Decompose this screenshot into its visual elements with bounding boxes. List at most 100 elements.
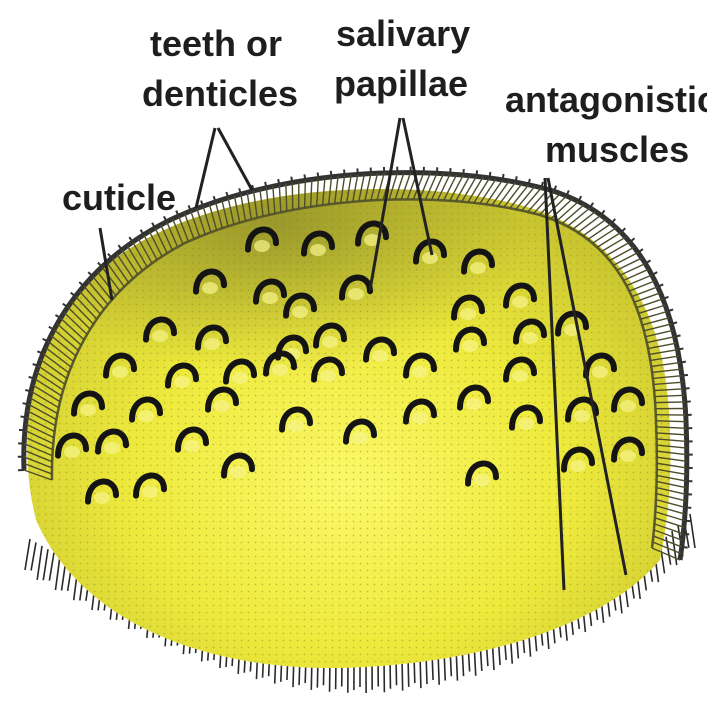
- cuticle-spike: [463, 169, 464, 175]
- tooth-base: [512, 296, 528, 308]
- cuticle-spike: [490, 172, 491, 178]
- label-cuticle: cuticle: [62, 177, 176, 218]
- cuticle-spike: [19, 430, 25, 431]
- tooth-base: [460, 308, 476, 320]
- tooth-base: [94, 492, 110, 504]
- bristle: [25, 539, 30, 570]
- tooth-base: [232, 372, 248, 384]
- tooth-base: [352, 432, 368, 444]
- label-teeth-line2: denticles: [142, 73, 298, 114]
- tooth-base: [320, 370, 336, 382]
- tooth-base: [262, 292, 278, 304]
- tooth-base: [310, 244, 326, 256]
- tooth-base: [570, 460, 586, 472]
- tooth-base: [152, 330, 168, 342]
- striation-line: [583, 219, 606, 236]
- cuticle-spike: [344, 170, 345, 176]
- cuticle-spike: [682, 547, 688, 548]
- tooth-base: [372, 350, 388, 362]
- bristle: [43, 549, 48, 580]
- tooth-base: [230, 466, 246, 478]
- cuticle-spike: [682, 375, 688, 376]
- bristle: [55, 556, 60, 590]
- tooth-base: [254, 240, 270, 252]
- striation-line: [597, 232, 621, 247]
- tooth-base: [412, 366, 428, 378]
- striation-line: [578, 215, 601, 232]
- cuticle-spike: [278, 179, 279, 185]
- striation-line: [286, 184, 287, 211]
- tooth-base: [518, 418, 534, 430]
- striation-line: [613, 253, 638, 266]
- cuticle-spike: [683, 534, 689, 535]
- cuticle-spike: [503, 174, 504, 180]
- tooth-base: [292, 306, 308, 318]
- bristle: [690, 514, 695, 548]
- striation-line: [606, 242, 630, 256]
- label-muscles-line2: muscles: [545, 129, 689, 170]
- tooth-base: [322, 336, 338, 348]
- bristle: [49, 553, 54, 581]
- tooth-base: [204, 338, 220, 350]
- striation-line: [573, 211, 596, 229]
- striation-line: [655, 402, 685, 403]
- tooth-base: [474, 474, 490, 486]
- tooth-base: [202, 282, 218, 294]
- striation-line: [588, 223, 611, 239]
- striation-line: [620, 264, 645, 276]
- tooth-base: [104, 442, 120, 454]
- cuticle-spike: [516, 176, 517, 182]
- leader-teeth-1: [196, 128, 215, 208]
- cuticle-spike: [291, 177, 292, 183]
- label-salivary-line1: salivary: [336, 13, 470, 54]
- tooth-base: [422, 252, 438, 264]
- cuticle-spike: [20, 417, 26, 418]
- tooth-base: [512, 370, 528, 382]
- tooth-base: [288, 420, 304, 432]
- striation-line: [305, 180, 306, 207]
- tooth-base: [412, 412, 428, 424]
- striation-line: [568, 208, 590, 226]
- tooth-base: [522, 332, 538, 344]
- label-salivary-line2: papillae: [334, 63, 468, 104]
- tooth-base: [348, 288, 364, 300]
- cuticle-spike: [304, 174, 305, 180]
- tooth-base: [462, 340, 478, 352]
- striation-line: [610, 247, 634, 260]
- striation-line: [656, 421, 686, 422]
- bristle: [37, 546, 42, 580]
- cuticle-spike: [331, 171, 332, 177]
- tooth-base: [592, 366, 608, 378]
- tooth-base: [80, 404, 96, 416]
- tooth-base: [620, 400, 636, 412]
- striation-line: [617, 258, 642, 270]
- tooth-base: [620, 450, 636, 462]
- cuticle-spike: [23, 403, 29, 404]
- cuticle-spike: [529, 179, 530, 185]
- tooth-base: [214, 400, 230, 412]
- striation-line: [624, 269, 649, 280]
- tooth-base: [272, 364, 288, 376]
- tooth-base: [64, 446, 80, 458]
- bristle: [31, 542, 36, 570]
- tooth-base: [138, 410, 154, 422]
- tooth-base: [574, 410, 590, 422]
- tooth-base: [470, 262, 486, 274]
- cuticle-spike: [684, 388, 690, 389]
- cuticle-spike: [318, 173, 319, 179]
- cuticle-spike: [25, 390, 31, 391]
- tooth-base: [142, 486, 158, 498]
- tooth-base: [466, 398, 482, 410]
- cuticle-spike: [680, 362, 686, 363]
- striation-line: [593, 228, 617, 243]
- cuticle-spike: [476, 170, 477, 176]
- tooth-base: [184, 440, 200, 452]
- label-teeth-line1: teeth or: [150, 23, 282, 64]
- label-muscles-line1: antagonistic: [505, 79, 707, 120]
- cuticle-spike: [265, 182, 266, 188]
- cuticle-spike: [675, 335, 681, 336]
- cuticle-spike: [541, 182, 542, 188]
- leader-teeth-2: [218, 128, 252, 190]
